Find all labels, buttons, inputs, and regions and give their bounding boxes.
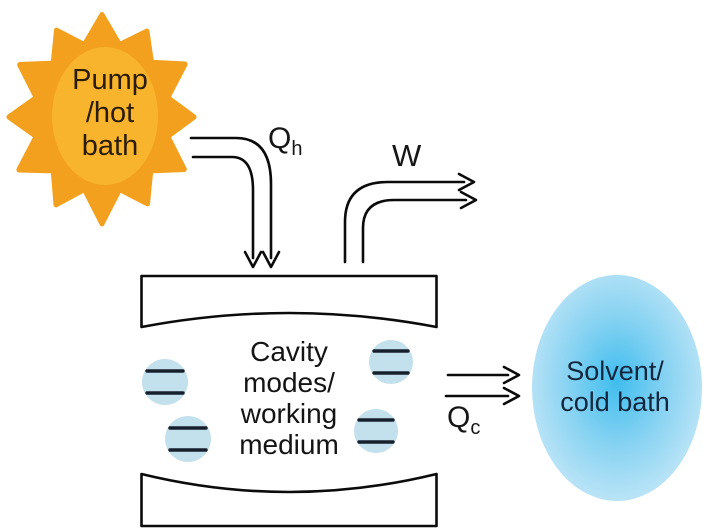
cold-bath-label-line: cold bath bbox=[560, 387, 670, 417]
work-label: W bbox=[392, 138, 421, 174]
atom-icon bbox=[369, 340, 413, 384]
hot-bath-label: Pump /hot bath bbox=[35, 64, 185, 163]
heat-in-pipe-icon bbox=[189, 136, 281, 269]
heat-in-subscript: h bbox=[291, 138, 303, 160]
heat-in-arrowhead-icon bbox=[243, 250, 263, 269]
atom-icon bbox=[165, 416, 211, 462]
heat-in-pipe-inner-line bbox=[191, 155, 255, 260]
work-symbol: W bbox=[392, 138, 422, 173]
work-out-pipe-icon bbox=[343, 172, 478, 264]
heat-in-pipe-outer-line bbox=[189, 136, 273, 260]
cavity-label-line: modes/ bbox=[243, 367, 335, 398]
cavity-label-line: Cavity bbox=[250, 336, 328, 367]
cavity-label-line: working bbox=[240, 398, 338, 429]
work-pipe-outer-line bbox=[343, 180, 466, 264]
heat-in-arrowhead-icon bbox=[261, 250, 281, 269]
sun-burst-icon bbox=[6, 11, 197, 227]
cold-bath-blob bbox=[532, 275, 702, 501]
hot-bath-label-line: /hot bbox=[85, 97, 135, 129]
sun-inner-core bbox=[52, 47, 158, 185]
heat-in-label: Qh bbox=[268, 122, 302, 159]
heat-in-symbol: Q bbox=[268, 122, 292, 155]
heat-out-arrows-icon bbox=[444, 365, 521, 406]
heat-out-subscript: c bbox=[470, 417, 481, 439]
work-pipe-inner-line bbox=[361, 198, 468, 264]
cavity-label-line: medium bbox=[239, 429, 339, 460]
heat-out-arrowhead-icon bbox=[502, 365, 521, 385]
working-medium-atoms bbox=[142, 340, 413, 462]
atom-icon bbox=[354, 409, 398, 453]
work-arrowhead-icon bbox=[459, 190, 478, 210]
work-arrowhead-icon bbox=[457, 172, 476, 192]
cold-bath-label-line: Solvent/ bbox=[566, 356, 664, 386]
heat-out-arrowhead-icon bbox=[502, 386, 521, 406]
heat-out-symbol: Q bbox=[447, 401, 471, 434]
hot-bath-label-line: Pump bbox=[72, 64, 148, 96]
hot-bath-label-line: bath bbox=[81, 130, 139, 162]
cavity-bottom-mirror bbox=[140, 472, 438, 528]
cavity-top-mirror bbox=[140, 274, 438, 329]
heat-out-label: Qc bbox=[447, 401, 480, 438]
cavity-label: Cavity modes/ working medium bbox=[189, 336, 389, 460]
atom-icon bbox=[142, 359, 188, 405]
cold-bath-label: Solvent/ cold bath bbox=[514, 356, 716, 418]
